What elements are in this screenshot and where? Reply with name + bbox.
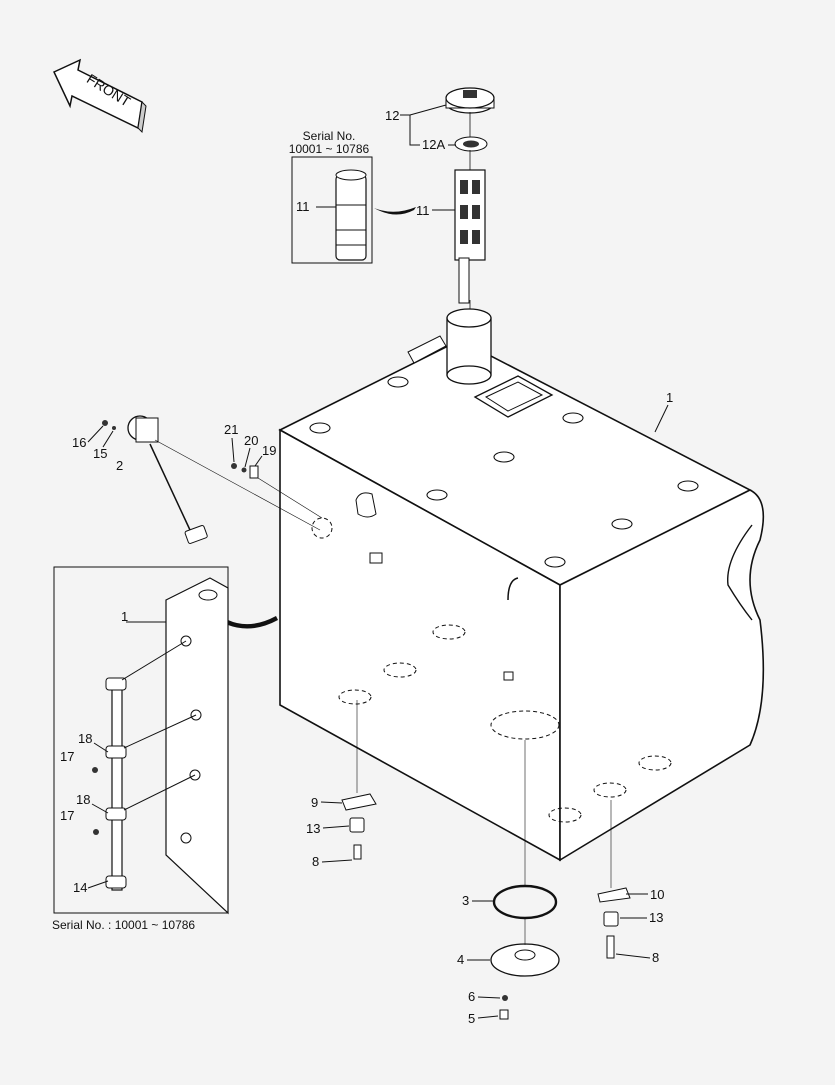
callout-3: 3 [462, 893, 469, 908]
callout-12: 12 [385, 108, 399, 123]
inset-left-serial-note: Serial No. : 10001 ~ 10786 [52, 918, 195, 932]
callout-1: 1 [666, 390, 673, 405]
inset-top-part-label: 11 [296, 199, 310, 214]
inset-left-label-18b: 18 [76, 792, 90, 807]
inset-left-label-18a: 18 [78, 731, 92, 746]
callout-9: 9 [311, 795, 318, 810]
inset-level-gauge: 1 18 17 18 17 14 Serial No. : 10001 ~ 10… [52, 566, 278, 932]
inset-top-serial-range: 10001 ~ 10786 [289, 142, 370, 156]
callout-19: 19 [262, 443, 276, 458]
inset-left-label-14: 14 [73, 880, 87, 895]
callout-21: 21 [224, 422, 238, 437]
callout-6: 6 [468, 989, 475, 1004]
inset-left-label-1: 1 [121, 609, 128, 624]
inset-top-serial-title: Serial No. [303, 129, 356, 143]
callout-16: 16 [72, 435, 86, 450]
callout-20: 20 [244, 433, 258, 448]
callout-13-left: 13 [306, 821, 320, 836]
callout-11: 11 [416, 203, 430, 218]
fuel-sender-unit [102, 415, 321, 544]
callout-5: 5 [468, 1011, 475, 1026]
front-arrow-icon: FRONT [52, 58, 147, 134]
callout-8-left: 8 [312, 854, 319, 869]
callout-8-right: 8 [652, 950, 659, 965]
callout-4: 4 [457, 952, 464, 967]
inset-filler-tube: Serial No. 10001 ~ 10786 11 [289, 129, 416, 264]
callout-2: 2 [116, 458, 123, 473]
inset-left-label-17a: 17 [60, 749, 74, 764]
filler-cap-assembly [445, 87, 495, 315]
callout-10: 10 [650, 887, 664, 902]
callout-13-right: 13 [649, 910, 663, 925]
clamp-19-20-21 [231, 463, 323, 519]
callout-15: 15 [93, 446, 107, 461]
fuel-tank-body [278, 308, 765, 862]
inset-left-label-17b: 17 [60, 808, 74, 823]
bottom-parts [341, 700, 631, 1020]
callout-12a: 12A [422, 137, 445, 152]
callout-labels: 1 2 3 4 5 6 8 8 9 10 11 12 12A 13 13 15 … [72, 104, 673, 1026]
